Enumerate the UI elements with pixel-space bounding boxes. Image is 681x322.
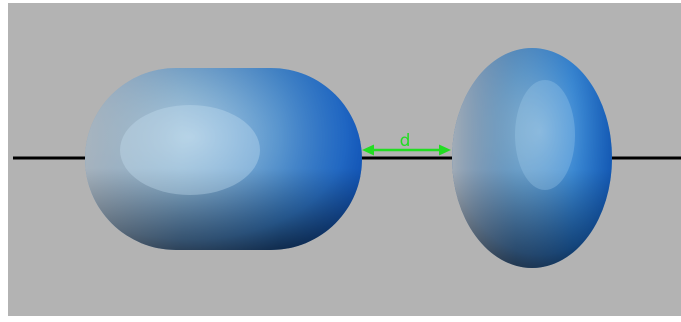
right-body <box>452 48 612 268</box>
distance-label: d <box>400 131 411 151</box>
distance-arrow <box>362 144 451 156</box>
left-body <box>85 68 362 250</box>
